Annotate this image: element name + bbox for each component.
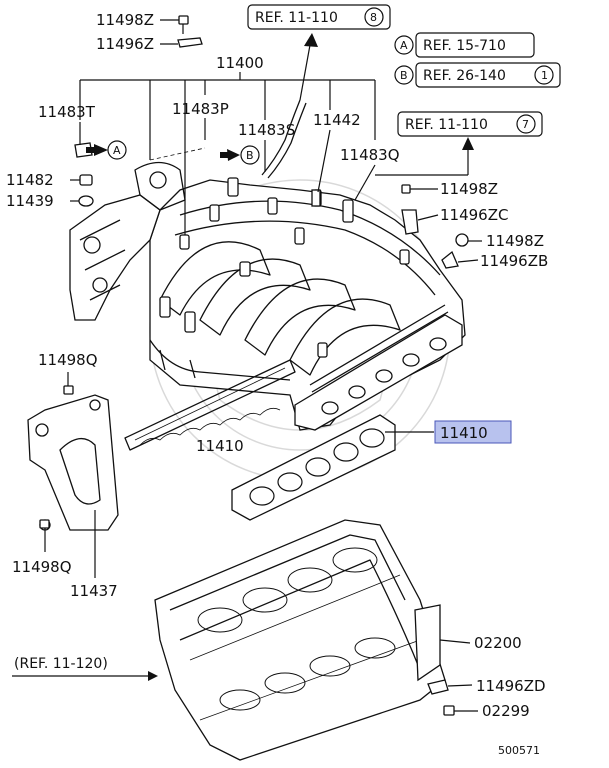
label-11483S[interactable]: 11483S xyxy=(238,121,295,139)
ref-box-right[interactable] xyxy=(397,111,543,137)
label-11496ZD[interactable]: 11496ZD xyxy=(476,677,546,695)
ref-box-a[interactable] xyxy=(415,32,535,58)
marker-b-letter: B xyxy=(246,149,254,162)
label-02299[interactable]: 02299 xyxy=(482,702,530,720)
label-11498Q-top[interactable]: 11498Q xyxy=(38,351,98,369)
label-11496Z[interactable]: 11496Z xyxy=(96,35,154,53)
label-11496ZB[interactable]: 11496ZB xyxy=(480,252,548,270)
label-11437[interactable]: 11437 xyxy=(70,582,118,600)
label-11498Q-bottom[interactable]: 11498Q xyxy=(12,558,72,576)
highlight-box xyxy=(434,420,512,444)
ref-top-num: 8 xyxy=(370,11,377,24)
marker-b-circle xyxy=(240,145,260,165)
gasket-left-drawing xyxy=(124,359,296,451)
ref-box-top[interactable] xyxy=(247,4,391,30)
ref-a-letter: A xyxy=(400,39,408,52)
ref-top-circle xyxy=(364,7,384,27)
ref-top-text: REF. 11-110 xyxy=(255,10,338,26)
marker-a-circle xyxy=(107,140,127,160)
ref-a-circle xyxy=(394,35,414,55)
label-11483P[interactable]: 11483P xyxy=(172,100,229,118)
ref-b-circle xyxy=(394,65,414,85)
label-11482[interactable]: 11482 xyxy=(6,171,54,189)
label-11496ZC[interactable]: 11496ZC xyxy=(440,206,508,224)
marker-a-letter: A xyxy=(113,144,121,157)
label-11498Z-top[interactable]: 11498Z xyxy=(96,11,154,29)
label-02200[interactable]: 02200 xyxy=(474,634,522,652)
label-11410-left[interactable]: 11410 xyxy=(196,437,244,455)
ref-a-text: REF. 15-710 xyxy=(423,38,506,54)
ref-right-text: REF. 11-110 xyxy=(405,117,488,133)
ref-box-b[interactable] xyxy=(415,62,561,88)
label-11498Z-right1[interactable]: 11498Z xyxy=(440,180,498,198)
label-11483T[interactable]: 11483T xyxy=(38,103,96,121)
cylinder-block-drawing xyxy=(154,519,455,761)
part-labels: 11498Z 11496Z 11400 11483T 11483P 11483S… xyxy=(6,11,548,720)
ref-left-text[interactable]: (REF. 11-120) xyxy=(14,656,108,672)
label-11483Q[interactable]: 11483Q xyxy=(340,146,400,164)
intake-manifold-drawing xyxy=(69,161,466,431)
label-11442[interactable]: 11442 xyxy=(313,111,361,129)
reference-boxes: REF. 11-110 8 A REF. 15-710 B REF. 26-14… xyxy=(14,4,561,672)
manifold-ports xyxy=(321,337,447,415)
manifold-hardware xyxy=(74,15,469,269)
bracket-11437-drawing xyxy=(27,385,119,531)
ref-b-num-circle xyxy=(534,65,554,85)
label-11498Z-right2[interactable]: 11498Z xyxy=(486,232,544,250)
diagram-id: 500571 xyxy=(498,744,540,757)
ref-b-letter: B xyxy=(400,69,408,82)
ref-right-num: 7 xyxy=(522,118,529,131)
gasket-right-drawing xyxy=(231,414,396,521)
ref-b-num: 1 xyxy=(541,69,548,82)
ref-b-text: REF. 26-140 xyxy=(423,68,506,84)
label-11400[interactable]: 11400 xyxy=(216,54,264,72)
leader-lines xyxy=(12,19,482,712)
label-11439[interactable]: 11439 xyxy=(6,192,54,210)
ref-right-circle xyxy=(516,114,536,134)
label-11410-highlight[interactable]: 11410 xyxy=(440,424,488,442)
